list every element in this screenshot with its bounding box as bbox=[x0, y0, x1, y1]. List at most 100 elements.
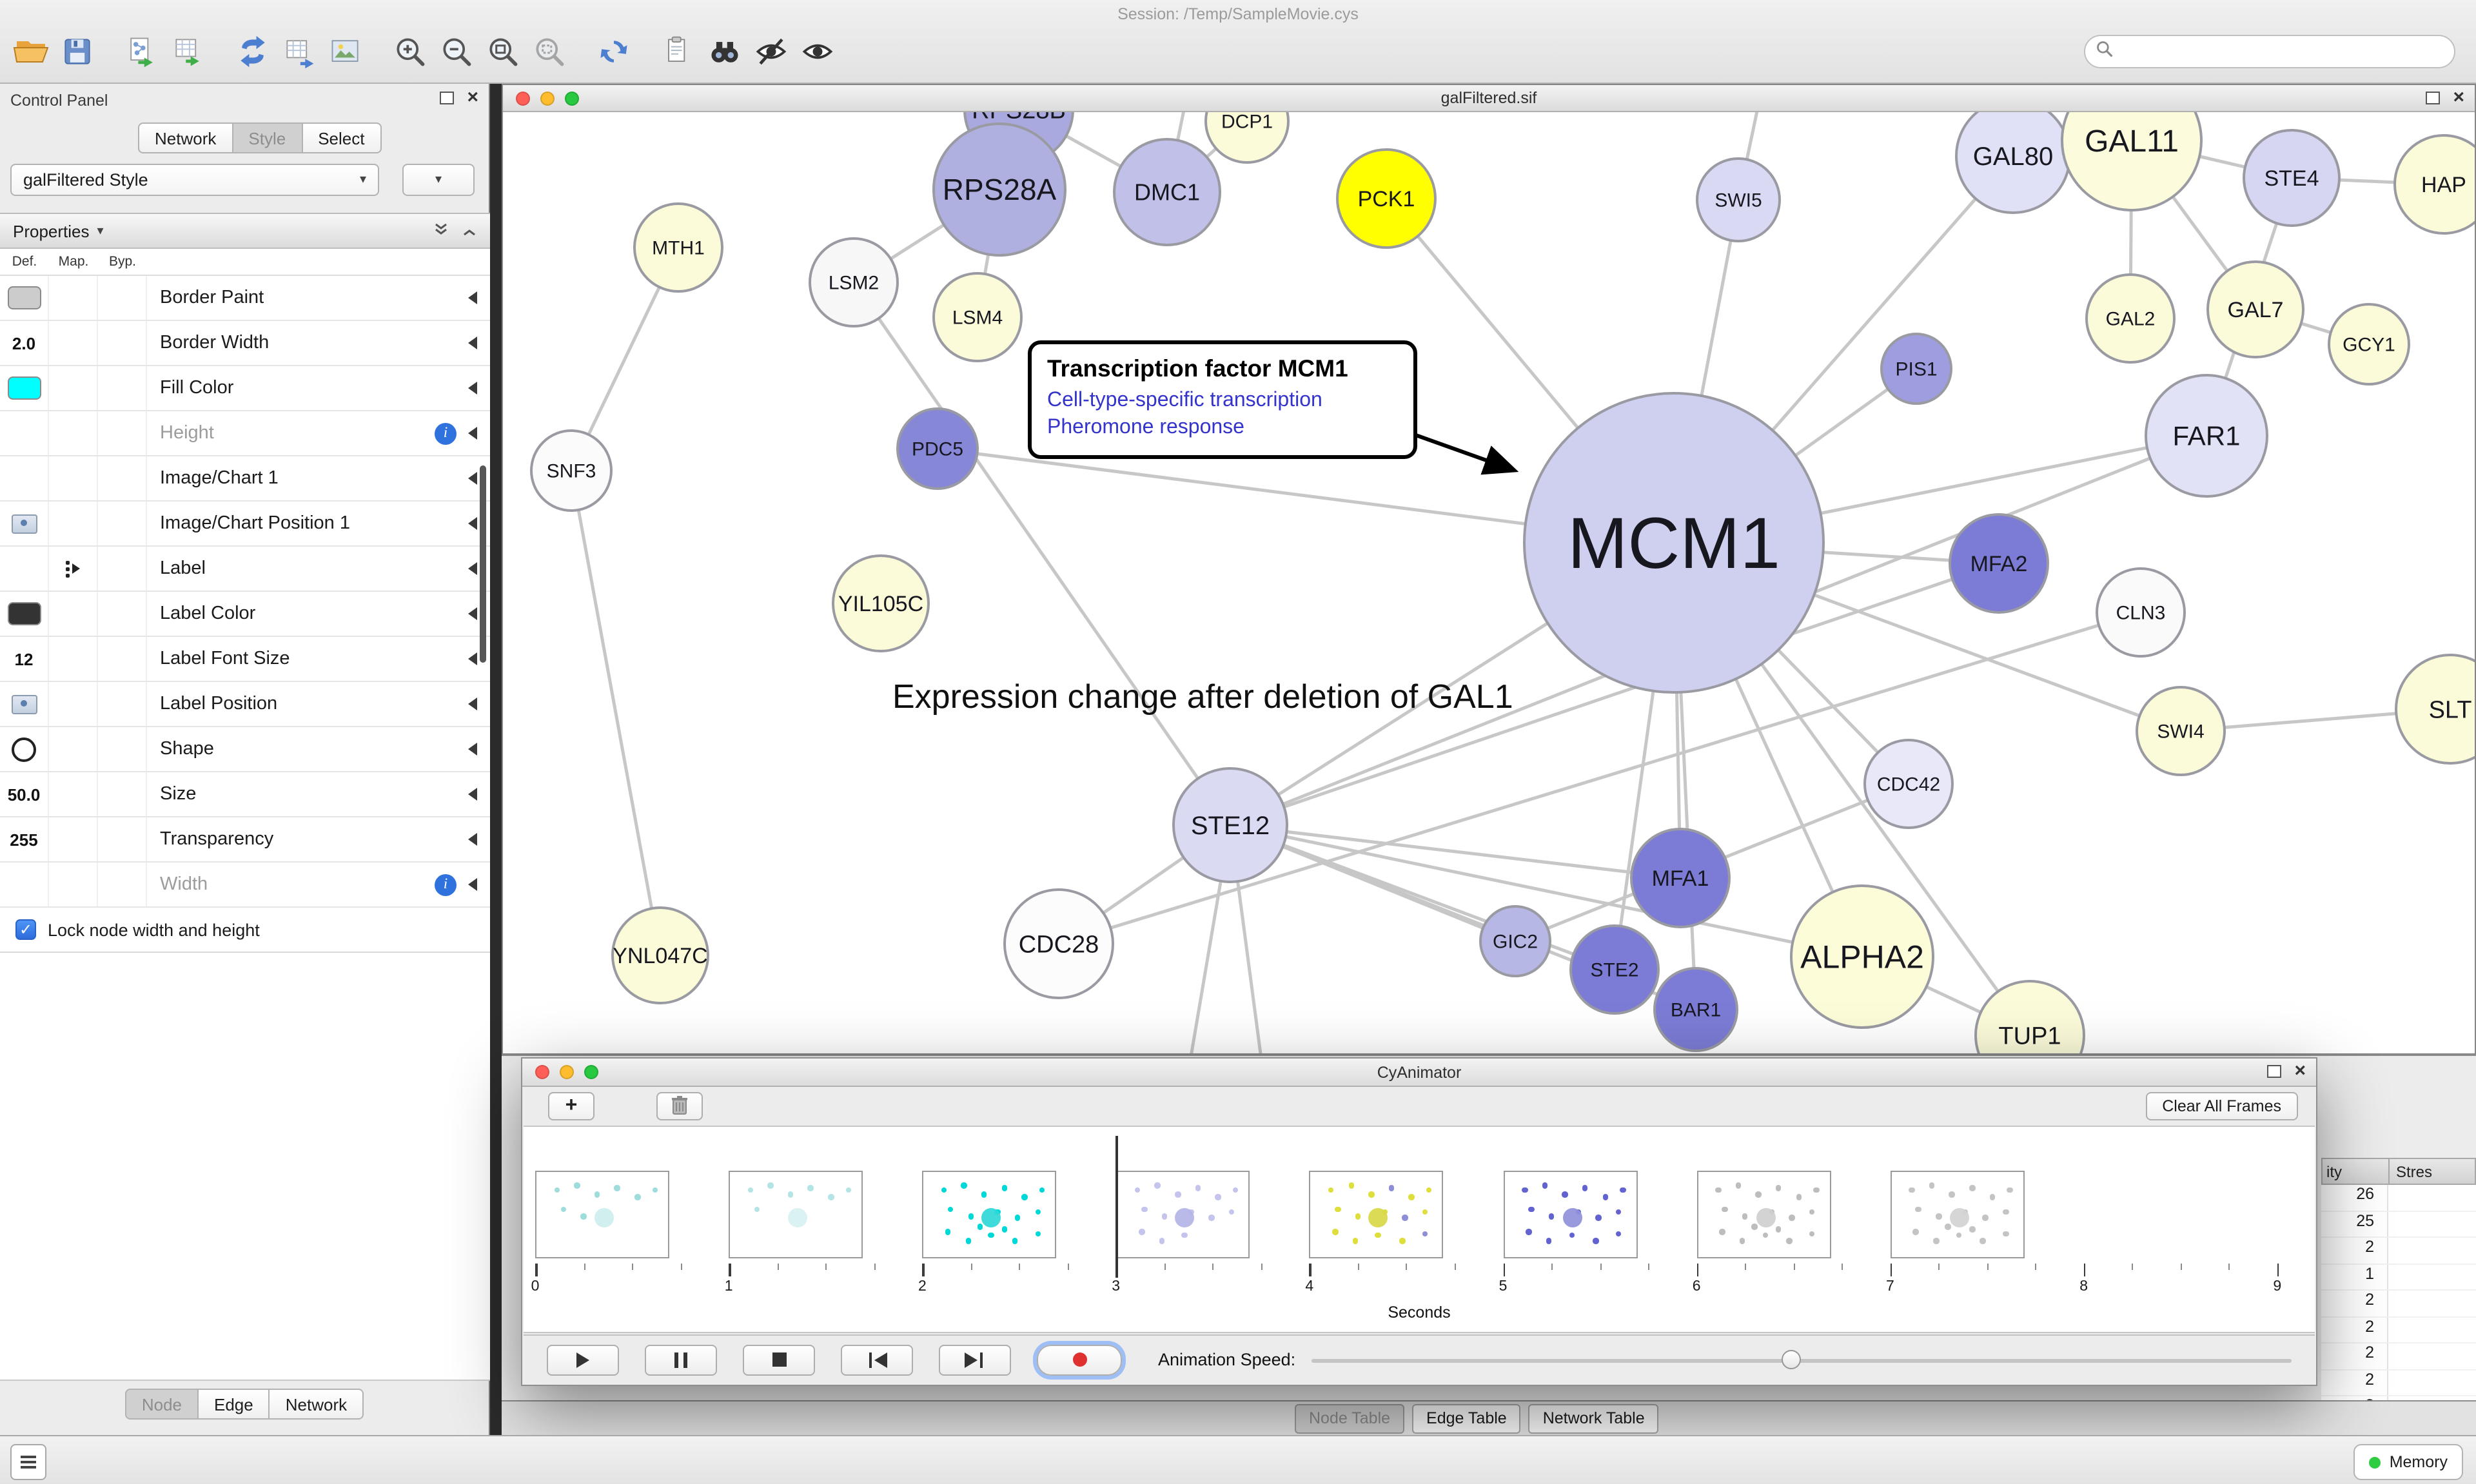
network-node[interactable] bbox=[1630, 828, 1731, 928]
previous-frame-button[interactable] bbox=[841, 1344, 913, 1375]
network-node[interactable] bbox=[2145, 374, 2268, 498]
property-row[interactable]: Fill Color bbox=[0, 366, 490, 411]
minimize-button[interactable] bbox=[540, 92, 555, 106]
default-value-cell[interactable] bbox=[0, 592, 49, 636]
network-node[interactable] bbox=[2136, 686, 2226, 776]
expand-row-arrow-icon[interactable] bbox=[468, 472, 477, 485]
table-row[interactable]: 2 bbox=[2321, 1343, 2476, 1370]
table-row[interactable]: 2 bbox=[2321, 1238, 2476, 1264]
network-node[interactable] bbox=[1204, 112, 1290, 164]
hide-selected-button[interactable] bbox=[748, 31, 794, 77]
bypass-cell[interactable] bbox=[98, 411, 147, 455]
bypass-cell[interactable] bbox=[98, 592, 147, 636]
annotation-link[interactable]: Pheromone response bbox=[1047, 416, 1244, 438]
mapping-cell[interactable] bbox=[49, 276, 98, 320]
delete-frame-button[interactable] bbox=[656, 1092, 703, 1120]
bypass-cell[interactable] bbox=[98, 456, 147, 500]
expand-row-arrow-icon[interactable] bbox=[468, 562, 477, 575]
annotation-box[interactable]: Transcription factor MCM1 Cell-type-spec… bbox=[1028, 340, 1417, 459]
expand-row-arrow-icon[interactable] bbox=[468, 337, 477, 349]
network-node[interactable] bbox=[1523, 392, 1825, 694]
animation-speed-slider[interactable] bbox=[1311, 1344, 2292, 1375]
style-selector[interactable]: galFiltered Style ▾ bbox=[10, 164, 379, 196]
play-button[interactable] bbox=[547, 1344, 619, 1375]
expand-row-arrow-icon[interactable] bbox=[468, 652, 477, 665]
timeline-frame-thumbnail[interactable] bbox=[1696, 1171, 1831, 1258]
default-value-cell[interactable] bbox=[0, 547, 49, 591]
timeline-frame-thumbnail[interactable] bbox=[1115, 1171, 1250, 1258]
table-row[interactable]: 25 bbox=[2321, 1211, 2476, 1238]
network-node[interactable] bbox=[1569, 924, 1660, 1015]
default-value-cell[interactable]: 12 bbox=[0, 637, 49, 681]
bypass-cell[interactable] bbox=[98, 817, 147, 861]
property-row[interactable]: Label bbox=[0, 547, 490, 592]
zoom-button[interactable] bbox=[565, 92, 579, 106]
expand-row-arrow-icon[interactable] bbox=[468, 743, 477, 756]
network-node[interactable] bbox=[530, 429, 613, 512]
default-value-cell[interactable] bbox=[0, 502, 49, 545]
property-row[interactable]: Label Color bbox=[0, 592, 490, 637]
mapping-cell[interactable] bbox=[49, 727, 98, 771]
bypass-cell[interactable] bbox=[98, 276, 147, 320]
mapping-cell[interactable] bbox=[49, 547, 98, 591]
bypass-cell[interactable] bbox=[98, 366, 147, 410]
expand-row-arrow-icon[interactable] bbox=[468, 698, 477, 710]
network-node[interactable] bbox=[832, 554, 930, 652]
tab-network[interactable]: Network bbox=[138, 122, 233, 153]
expand-row-arrow-icon[interactable] bbox=[468, 607, 477, 620]
timeline-frame-thumbnail[interactable] bbox=[922, 1171, 1057, 1258]
mapping-cell[interactable] bbox=[49, 637, 98, 681]
cyanimator-titlebar[interactable]: CyAnimator × bbox=[522, 1059, 2316, 1087]
network-node[interactable] bbox=[2328, 303, 2410, 386]
mapping-cell[interactable] bbox=[49, 321, 98, 365]
float-window-icon[interactable] bbox=[2426, 92, 2441, 104]
network-node[interactable] bbox=[2085, 273, 2176, 364]
next-frame-button[interactable] bbox=[939, 1344, 1011, 1375]
network-node[interactable] bbox=[1653, 967, 1738, 1052]
memory-button[interactable]: Memory bbox=[2353, 1444, 2463, 1480]
tab-node-style[interactable]: Node bbox=[124, 1389, 199, 1420]
mapping-cell[interactable] bbox=[49, 502, 98, 545]
export-image-button[interactable] bbox=[322, 31, 369, 77]
zoom-out-button[interactable] bbox=[433, 31, 480, 77]
zoom-fit-button[interactable] bbox=[480, 31, 526, 77]
snapshot-button[interactable] bbox=[655, 31, 702, 77]
bypass-cell[interactable] bbox=[98, 547, 147, 591]
minimize-button[interactable] bbox=[560, 1065, 574, 1079]
info-icon[interactable]: i bbox=[435, 874, 457, 895]
expand-row-arrow-icon[interactable] bbox=[468, 382, 477, 395]
slider-track[interactable] bbox=[1311, 1358, 2292, 1362]
property-row[interactable]: Label Position bbox=[0, 682, 490, 727]
table-row[interactable]: 1 bbox=[2321, 1264, 2476, 1291]
network-graph[interactable]: RPS28BRPS28ADCP1DMC1PCK1SWI5GAL80GAL11ST… bbox=[503, 112, 2475, 1053]
pause-button[interactable] bbox=[645, 1344, 717, 1375]
mapping-cell[interactable] bbox=[49, 863, 98, 906]
expand-row-arrow-icon[interactable] bbox=[468, 878, 477, 891]
network-node[interactable] bbox=[1790, 884, 1934, 1029]
default-value-cell[interactable] bbox=[0, 682, 49, 726]
network-node[interactable] bbox=[896, 407, 979, 490]
network-node[interactable] bbox=[932, 122, 1066, 257]
clear-all-frames-button[interactable]: Clear All Frames bbox=[2145, 1092, 2298, 1120]
float-window-icon[interactable] bbox=[2267, 1065, 2282, 1078]
zoom-in-button[interactable] bbox=[387, 31, 433, 77]
timeline-frame-thumbnail[interactable] bbox=[535, 1171, 669, 1258]
expand-row-arrow-icon[interactable] bbox=[468, 517, 477, 530]
float-panel-icon[interactable] bbox=[440, 92, 455, 104]
annotation-link[interactable]: Cell-type-specific transcription bbox=[1047, 389, 1322, 411]
default-value-cell[interactable]: 255 bbox=[0, 817, 49, 861]
mapping-cell[interactable] bbox=[49, 817, 98, 861]
network-node[interactable] bbox=[2061, 112, 2203, 211]
timeline-frame-thumbnail[interactable] bbox=[1309, 1171, 1444, 1258]
network-node[interactable] bbox=[2206, 260, 2304, 358]
info-icon[interactable]: i bbox=[435, 422, 457, 444]
property-row[interactable]: Image/Chart 1 bbox=[0, 456, 490, 502]
mapping-cell[interactable] bbox=[49, 456, 98, 500]
tab-network-style[interactable]: Network bbox=[270, 1389, 364, 1420]
show-all-button[interactable] bbox=[794, 31, 841, 77]
expand-row-arrow-icon[interactable] bbox=[468, 788, 477, 801]
table-row[interactable]: 2 bbox=[2321, 1291, 2476, 1317]
properties-header[interactable]: Properties ▾ bbox=[0, 213, 490, 249]
